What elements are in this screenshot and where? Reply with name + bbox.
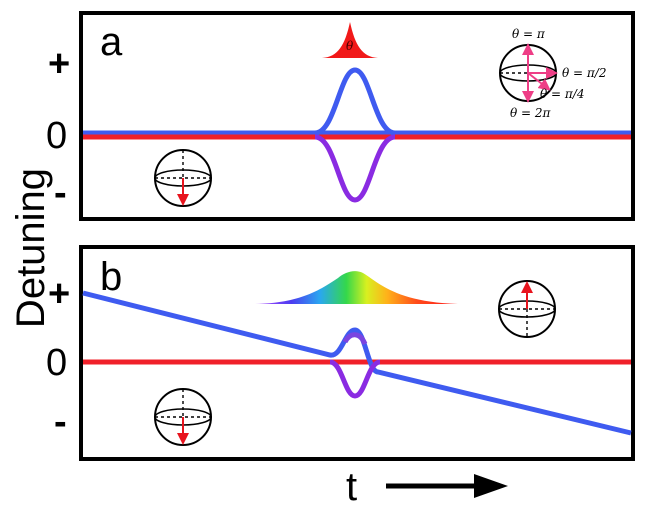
panel-a-tick-plus: + <box>48 43 70 85</box>
panel-b-purple-upper <box>342 332 368 346</box>
x-axis-title: t <box>346 465 357 509</box>
panel-b-tick-minus: - <box>54 401 67 443</box>
panel-a: a + 0 - θ θ = <box>46 11 635 221</box>
panel-a-purple-dip <box>314 134 396 203</box>
panel-a-label: a <box>100 20 123 64</box>
panel-b-tick-zero: 0 <box>46 342 67 384</box>
panel-b-rainbow-pulse <box>255 271 458 304</box>
panel-a-tick-minus: - <box>54 172 67 214</box>
panel-b-purple-dip <box>329 359 381 399</box>
theta-pi-label: θ = π <box>512 27 546 41</box>
panel-a-tick-zero: 0 <box>46 115 67 157</box>
panel-a-pulse-label: θ <box>346 39 354 53</box>
bloch-sphere-multi-icon <box>499 43 558 103</box>
y-axis-title: Detuning <box>9 168 53 328</box>
panel-b: b + 0 - <box>46 245 635 461</box>
bloch-sphere-icon <box>154 149 212 207</box>
bloch-sphere-up-icon <box>498 280 556 338</box>
panel-b-tick-plus: + <box>48 273 70 315</box>
panel-a-frame <box>79 11 635 221</box>
theta-half-pi-label: θ = π/2 <box>562 66 606 80</box>
panel-a-pulse <box>322 22 378 58</box>
panel-a-blue-bump <box>314 67 396 136</box>
time-arrow-icon <box>386 474 508 498</box>
panel-b-label: b <box>100 255 122 299</box>
theta-quarter-pi-label: θ = π/4 <box>540 87 584 101</box>
theta-two-pi-label: θ = 2π <box>510 106 552 120</box>
bloch-sphere-down-icon <box>154 388 212 446</box>
panel-b-frame <box>79 245 635 461</box>
